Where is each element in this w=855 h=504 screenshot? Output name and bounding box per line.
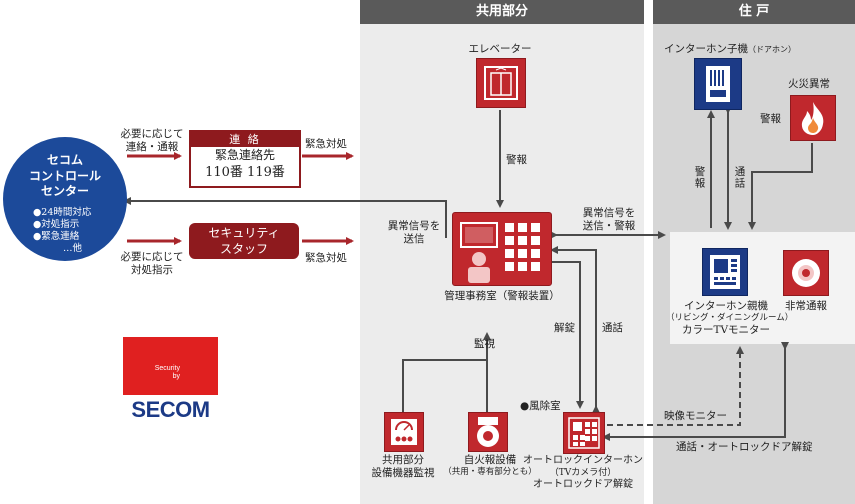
label-request-contact: 必要に応じて連絡・通報 bbox=[120, 128, 184, 154]
common-equipment-icon bbox=[384, 412, 424, 452]
label-request-instruction: 必要に応じて対処指示 bbox=[120, 251, 184, 277]
autolock-intercom-label: オートロックインターホン （TVカメラ付） オートロックドア解錠 bbox=[523, 455, 643, 490]
intercom-main-icon bbox=[702, 248, 748, 296]
arrow-fire-alert bbox=[748, 143, 813, 230]
contact-box-line1: 緊急連絡先 bbox=[214, 148, 275, 162]
label-abnormal-signal-send-alarm: 異常信号を送信・警報 bbox=[582, 207, 636, 233]
common-equipment-label: 共用部分設備機器監視 bbox=[371, 454, 435, 480]
label-emergency-response-2: 緊急対処 bbox=[305, 252, 347, 264]
label-call-intercom: 通話 bbox=[733, 166, 746, 189]
label-emergency-response-1: 緊急対処 bbox=[305, 138, 347, 150]
logo-brand: SECOM bbox=[131, 397, 210, 422]
fire-alarm-equipment-label: 自火報設備 （共用・専有部分とも） bbox=[443, 454, 537, 478]
label-unlock: 解錠 bbox=[554, 322, 575, 334]
fire-alert-label: 火災異常 bbox=[788, 78, 830, 90]
common-area-header: 共用部分 bbox=[360, 0, 644, 24]
secom-logo: Security by SECOM bbox=[123, 337, 218, 429]
logo-brand-band bbox=[123, 395, 218, 429]
intercom-sub-icon bbox=[694, 58, 742, 110]
contact-box: 連 絡 緊急連絡先 110番 119番 bbox=[189, 130, 301, 188]
control-center-name-2: コントロール bbox=[28, 168, 101, 183]
intercom-main-label: インターホン親機 （リビング・ダイニングルーム） カラーTVモニター bbox=[666, 300, 794, 336]
control-center-bullet-1: ●24時間対応 bbox=[33, 207, 92, 218]
contact-box-line2: 110番 119番 bbox=[205, 165, 285, 180]
security-staff-line2: スタッフ bbox=[219, 242, 268, 256]
contact-box-header: 連 絡 bbox=[191, 132, 299, 147]
fire-alarm-equipment-icon bbox=[468, 412, 508, 452]
fire-alert-icon bbox=[790, 95, 836, 141]
control-center-bullet-2: ●対処指示 bbox=[33, 218, 80, 230]
control-center-bullet-4: …他 bbox=[63, 242, 83, 254]
security-staff-box: セキュリティ スタッフ bbox=[189, 223, 299, 259]
logo-by: by bbox=[172, 373, 180, 380]
management-office-label: 管理事務室（警報装置） bbox=[444, 290, 560, 302]
security-staff-line1: セキュリティ bbox=[208, 226, 280, 240]
label-monitor: 監視 bbox=[474, 338, 495, 350]
emergency-call-label: 非常通報 bbox=[785, 300, 827, 312]
label-call-autolock: 通話・オートロックドア解錠 bbox=[676, 441, 813, 453]
autolock-intercom-icon bbox=[563, 412, 605, 454]
control-center-bullet-3: ●緊急連絡 bbox=[33, 230, 80, 242]
arrow-call-autolock bbox=[602, 342, 789, 441]
line-monitor-common bbox=[402, 359, 487, 412]
elevator-label: エレベーター bbox=[468, 43, 532, 55]
logo-security: Security bbox=[154, 365, 180, 372]
emergency-call-icon bbox=[783, 250, 829, 296]
label-call: 通話 bbox=[602, 322, 623, 334]
management-office-icon bbox=[452, 212, 552, 286]
control-center: セコム コントロール センター ●24時間対応 ●対処指示 ●緊急連絡 …他 bbox=[3, 137, 127, 261]
control-center-name-3: センター bbox=[40, 184, 89, 199]
unit-area-header: 住 戸 bbox=[653, 0, 855, 24]
intercom-sub-label: インターホン子機（ドアホン） bbox=[664, 43, 796, 55]
control-center-name-1: セコム bbox=[46, 153, 83, 167]
label-alarm-elevator: 警報 bbox=[506, 154, 527, 166]
label-alarm-intercom: 警報 bbox=[693, 166, 706, 189]
windbreak-room-label: ●風除室 bbox=[520, 400, 561, 412]
label-alarm-fire: 警報 bbox=[760, 113, 781, 125]
label-video-monitor: 映像モニター bbox=[664, 410, 727, 422]
arrow-call bbox=[550, 246, 600, 413]
elevator-icon bbox=[476, 58, 526, 108]
label-abnormal-signal-send: 異常信号を送信 bbox=[387, 220, 441, 246]
arrow-to-control-center bbox=[123, 197, 447, 238]
